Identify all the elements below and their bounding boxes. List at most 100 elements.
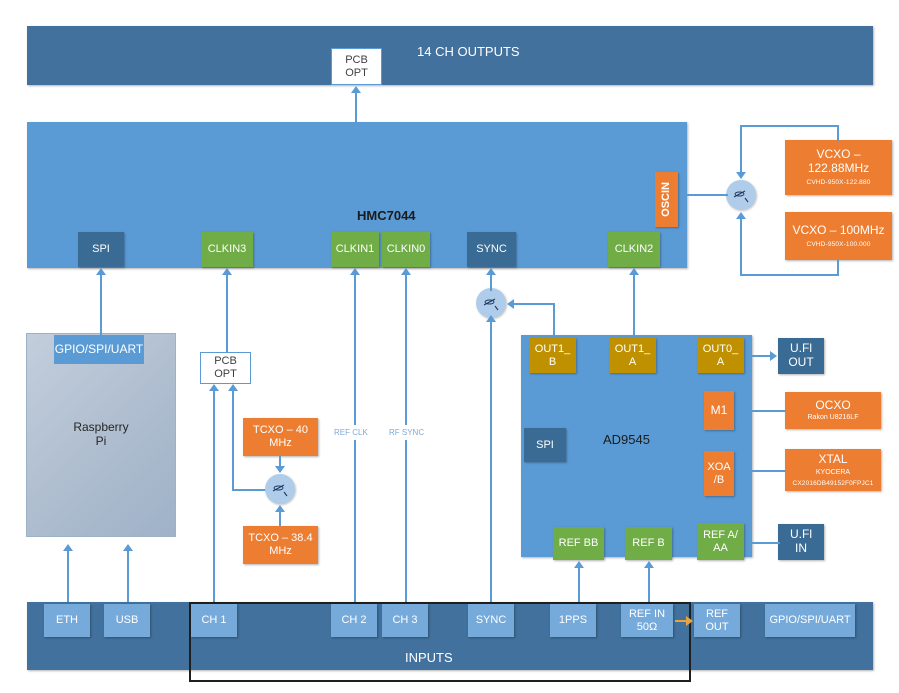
line-vcxo122-up: [837, 125, 839, 141]
vcxo-mux-switch: [726, 180, 756, 210]
bottom-connector-1pps-label: 1PPS: [558, 614, 588, 627]
line-eth-to-rpi: [67, 551, 69, 603]
ad9545-port-out1b-line2: B: [548, 355, 557, 368]
bottom-connector-refout[interactable]: REF OUT: [694, 604, 740, 637]
arrow-out1b-to-syncmux: [507, 299, 514, 309]
ad9545-port-out1b-line1: OUT1_: [534, 342, 571, 355]
line-pcbopt-to-clkin3: [226, 275, 228, 353]
hmc7044-port-clkin3-label: CLKIN3: [207, 243, 247, 256]
arrow-refin-to-refout: [686, 616, 693, 626]
vcxo-122-line2: 122.88MHz: [807, 161, 870, 176]
arrow-out1a-to-clkin2: [629, 268, 639, 275]
outputs-bar-label: 14 CH OUTPUTS: [417, 44, 520, 59]
line-tcxo38-to-mux: [279, 512, 281, 526]
line-gpio-to-spi: [100, 275, 102, 335]
vcxo-122-line1: VCXO –: [816, 147, 861, 162]
pcb-opt-mid-line2: OPT: [214, 368, 237, 380]
bottom-connector-ch1-label: CH 1: [201, 614, 227, 627]
hmc7044-port-spi: SPI: [78, 232, 124, 267]
arrow-usb-to-rpi: [123, 544, 133, 551]
bottom-connector-ch3[interactable]: CH 3: [382, 604, 428, 637]
line-vcxo100-across: [740, 274, 839, 276]
arrow-ocxo-to-m1: [735, 406, 742, 416]
inputs-group-frame: [189, 602, 691, 682]
bottom-connector-1pps[interactable]: 1PPS: [550, 604, 596, 637]
ufl-out-block: U.Fl OUT: [778, 338, 824, 374]
bottom-connector-ch1[interactable]: CH 1: [191, 604, 237, 637]
raspberry-pi-port-gpio-label: GPIO/SPI/UART: [54, 341, 144, 356]
line-refin-to-refout: [675, 620, 687, 622]
arrow-ch3-to-clkin0: [401, 268, 411, 275]
arrow-ch1-to-pcbopt: [209, 384, 219, 391]
oscin-label: OSCIN: [660, 182, 673, 217]
bottom-connector-usb[interactable]: USB: [104, 604, 150, 637]
bottom-connector-refin-line2: 50Ω: [636, 620, 658, 633]
tcxo-38-block: TCXO – 38.4 MHz: [243, 526, 318, 564]
tcxo-40-line1: TCXO – 40: [252, 424, 309, 437]
line-uflin-to-refaa: [748, 542, 780, 544]
hmc7044-port-spi-label: SPI: [92, 243, 110, 256]
bottom-connector-sync[interactable]: SYNC: [468, 604, 514, 637]
line-vcxo100-down: [837, 260, 839, 276]
hmc7044-port-clkin2-label: CLKIN2: [614, 243, 654, 256]
line-refin-to-refb: [648, 568, 650, 603]
line-hmc-to-pcbopt: [355, 92, 357, 122]
hmc7044-port-clkin0-label: CLKIN0: [386, 243, 426, 256]
bottom-connector-ch2-label: CH 2: [341, 614, 367, 627]
line-vcxo122-down: [740, 125, 742, 173]
line-ch2-to-clkin1-lower: [354, 440, 356, 603]
raspberry-pi-line2: Pi: [95, 434, 107, 448]
ocxo-part: Rakon U8216LF: [807, 414, 859, 422]
ufl-out-line1: U.Fl: [790, 341, 812, 356]
arrow-refin-to-refb: [644, 561, 654, 568]
vcxo-100-part: CVHD-950X-100.000: [806, 240, 871, 248]
ufl-in-line2: IN: [795, 541, 807, 555]
ad9545-port-refbb-label: REF BB: [558, 537, 599, 550]
pcb-opt-mid: PCB OPT: [200, 352, 251, 384]
inputs-group-label: INPUTS: [405, 650, 453, 665]
ufl-out-line2: OUT: [788, 355, 814, 369]
bottom-connector-gpio[interactable]: GPIO/SPI/UART: [765, 604, 855, 637]
ad9545-port-refb: REF B: [625, 527, 672, 560]
line-out0a-to-uflout: [745, 355, 771, 357]
ufl-in-block: U.Fl IN: [778, 524, 824, 560]
bottom-connector-refin[interactable]: REF IN 50Ω: [621, 604, 673, 637]
arrow-sync-connector-to-mux: [486, 315, 496, 322]
raspberry-pi-port-gpio: GPIO/SPI/UART: [54, 335, 144, 364]
arrow-tcxo38-to-mux: [275, 505, 285, 512]
hmc7044-port-sync-label: SYNC: [476, 243, 507, 256]
line-tcxomux-to-pcbopt-v: [232, 390, 234, 490]
line-syncmux-to-hmcsync: [490, 275, 492, 291]
ad9545-port-refbb: REF BB: [553, 527, 604, 560]
hmc7044-port-clkin3: CLKIN3: [201, 232, 253, 267]
arrow-1pps-to-refbb: [574, 561, 584, 568]
ad9545-port-refaa-line1: REF A/: [703, 528, 738, 541]
xtal-vendor: KYOCERA: [815, 468, 851, 476]
bottom-connector-ch2[interactable]: CH 2: [331, 604, 377, 637]
line-sync-connector-to-mux: [490, 322, 492, 603]
line-usb-to-rpi: [127, 551, 129, 603]
xtal-name: XTAL: [818, 451, 848, 466]
ad9545-port-refaa-line2: AA: [713, 541, 728, 554]
bottom-connector-eth[interactable]: ETH: [44, 604, 90, 637]
tcxo-40-block: TCXO – 40 MHz: [243, 418, 318, 456]
raspberry-pi-line1: Raspberry: [73, 420, 129, 435]
bottom-connector-gpio-label: GPIO/SPI/UART: [769, 614, 851, 627]
line-out1a-to-clkin2: [633, 275, 635, 339]
arrow-hmc-to-pcbopt: [351, 86, 361, 93]
arrow-gpio-to-spi: [96, 268, 106, 275]
line-ch1-to-pcbopt: [213, 390, 215, 603]
arrow-pcbopt-to-clkin3: [222, 268, 232, 275]
tcxo-38-line2: MHz: [269, 545, 292, 557]
bottom-connector-usb-label: USB: [115, 614, 139, 627]
vcxo-100-block: VCXO – 100MHz CVHD-950X-100.000: [785, 212, 892, 260]
vcxo-122-part: CVHD-950X-122.880: [806, 179, 871, 187]
xtal-part: CX2016DB49152F0FPJC1: [792, 479, 874, 487]
ad9545-port-out0a-line2: A: [716, 355, 725, 368]
ad9545-port-refaa: REF A/ AA: [697, 523, 744, 560]
line-mux-to-oscin: [686, 194, 728, 196]
outputs-bar: 14 CH OUTPUTS: [27, 26, 873, 85]
ufl-in-line1: U.Fl: [790, 527, 812, 542]
arrow-syncmux-to-hmcsync: [486, 268, 496, 275]
